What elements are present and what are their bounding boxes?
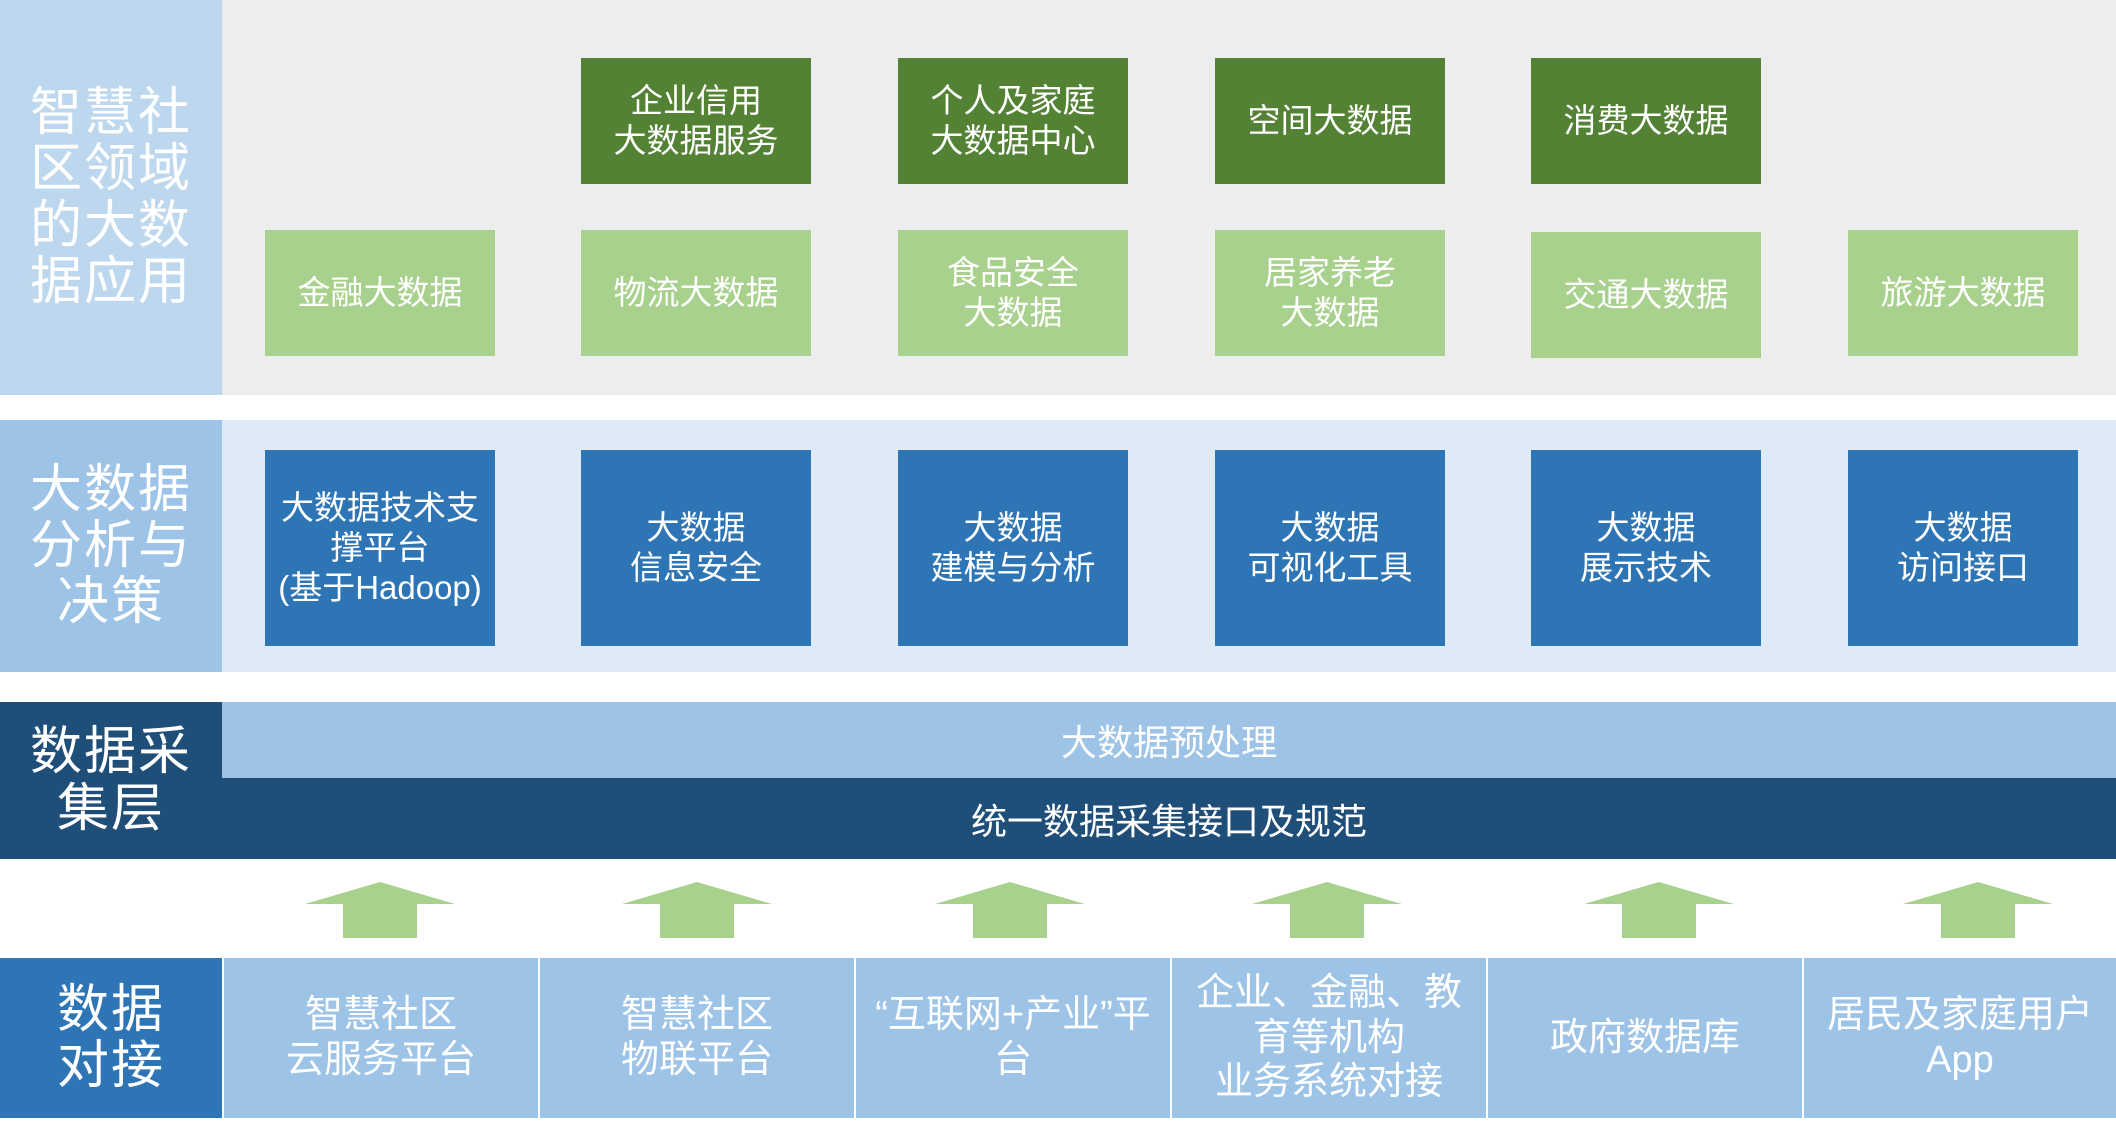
source-community-cloud-platform: 智慧社区 云服务平台 [224, 958, 540, 1118]
up-arrow-icon [935, 882, 1085, 938]
analysis-box-access-interface: 大数据 访问接口 [1848, 450, 2078, 646]
analysis-box-modeling: 大数据 建模与分析 [898, 450, 1128, 646]
app-box-elderly-care: 居家养老 大数据 [1215, 230, 1445, 356]
source-community-iot-platform: 智慧社区 物联平台 [540, 958, 856, 1118]
app-box-traffic: 交通大数据 [1531, 232, 1761, 358]
layer-label-application: 智慧社 区领域 的大数 据应用 [0, 0, 222, 395]
app-box-consumption: 消费大数据 [1531, 58, 1761, 184]
source-resident-app: 居民及家庭用户 App [1804, 958, 2116, 1118]
up-arrow-icon [622, 882, 772, 938]
up-arrow-icon [1903, 882, 2053, 938]
source-internet-plus-platform: “互联网+产业”平 台 [856, 958, 1172, 1118]
application-panel [222, 0, 2116, 395]
analysis-box-visualization: 大数据 可视化工具 [1215, 450, 1445, 646]
analysis-box-info-security: 大数据 信息安全 [581, 450, 811, 646]
analysis-box-hadoop-platform: 大数据技术支 撑平台 (基于Hadoop) [265, 450, 495, 646]
up-arrow-icon [1252, 882, 1402, 938]
app-box-finance: 金融大数据 [265, 230, 495, 356]
app-box-personal-family: 个人及家庭 大数据中心 [898, 58, 1128, 184]
preprocess-bar: 大数据预处理 [222, 702, 2116, 778]
app-box-food-safety: 食品安全 大数据 [898, 230, 1128, 356]
app-box-enterprise-credit: 企业信用 大数据服务 [581, 58, 811, 184]
analysis-box-display: 大数据 展示技术 [1531, 450, 1761, 646]
layer-label-analysis: 大数据 分析与 决策 [0, 420, 222, 672]
app-box-spatial: 空间大数据 [1215, 58, 1445, 184]
unified-interface-bar: 统一数据采集接口及规范 [222, 778, 2116, 859]
up-arrow-icon [1584, 882, 1734, 938]
analysis-panel [222, 420, 2116, 672]
source-institution-systems: 企业、金融、教 育等机构 业务系统对接 [1172, 958, 1488, 1118]
app-box-logistics: 物流大数据 [581, 230, 811, 356]
app-box-tourism: 旅游大数据 [1848, 230, 2078, 356]
up-arrow-icon [305, 882, 455, 938]
layer-label-collection: 数据采 集层 [0, 702, 222, 859]
layer-label-connection: 数据 对接 [0, 958, 222, 1118]
source-government-database: 政府数据库 [1488, 958, 1804, 1118]
